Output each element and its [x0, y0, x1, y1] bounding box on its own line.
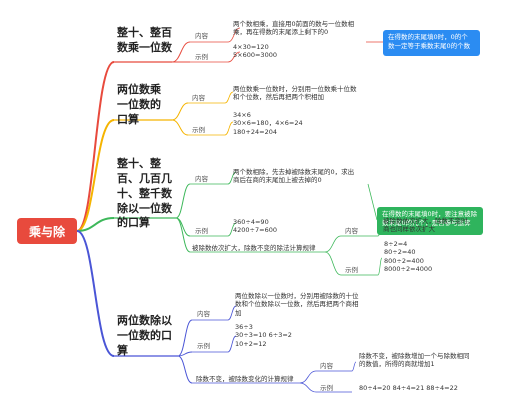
example-line: 30÷3=10 6÷3=2	[235, 331, 292, 340]
example-line: 5×600=3000	[233, 51, 277, 60]
branch-4-title-line: 算	[117, 343, 128, 357]
branch-3-sub-content-text: 被除数依次扩大，除数不变时， 商也同样依次扩大	[383, 217, 474, 234]
note-line: 数末尾0的几个，是否参与运算	[382, 219, 471, 228]
branch-1-example-text: 4×30=120 5×600=3000	[233, 43, 277, 60]
content-line: 被除数依次扩大，除数不变时，	[383, 217, 474, 225]
example-line: 180+24=204	[233, 127, 277, 136]
branch-3-example-label: 示例	[195, 227, 208, 235]
branch-3-sub-example-label: 示例	[345, 266, 358, 274]
branch-2-example-label: 示例	[192, 126, 205, 134]
branch-3-title-line: 十、整千数	[117, 186, 172, 200]
branch-3-title-line: 除以一位数	[117, 201, 172, 215]
branch-1-note[interactable]: 在得数的末尾填0时，0的个 数一定等于乘数末尾0的个数	[383, 30, 480, 56]
branch-3-content-label: 内容	[195, 175, 208, 183]
example-line: 36÷3	[235, 323, 253, 331]
branch-4-sub-example-text: 80÷4=20 84÷4=21 88÷4=22	[359, 384, 458, 392]
root-node[interactable]: 乘与除	[17, 218, 77, 244]
content-line: 两个数相乘，直接用0前面的数与一位数相	[233, 20, 355, 28]
branch-4-sub-content-label: 内容	[320, 362, 333, 370]
note-line: 在得数的末尾填0时，0的个	[388, 33, 468, 41]
branch-2-title-line: 一位数的	[117, 97, 161, 111]
branch-1-title[interactable]: 整十、整百 数乘一位数	[117, 26, 172, 56]
branch-2-title-line: 两位数乘	[117, 83, 161, 96]
branch-2-content-label: 内容	[192, 94, 205, 102]
example-line: 360÷4=90	[233, 218, 269, 226]
example-line: 80÷2=40	[384, 248, 416, 257]
branch-3-note[interactable]: 在得数的末尾填0时，要注意被除 数末尾0的几个，是否参与运算	[377, 207, 483, 235]
branch-4-sub-content-text: 除数不变，被除数增加一个与除数相同 的数值，所得的商就增加1	[359, 352, 470, 369]
branch-3-title-line: 百、几百几	[117, 171, 172, 185]
branch-4-title-line: 两位数除以	[117, 314, 172, 327]
content-line: 两位数除以一位数时，分别用被除数的十位	[235, 292, 359, 300]
connector-root-branch-1	[76, 61, 115, 232]
content-line: 商后在商的末尾加上被去掉的0	[233, 176, 322, 185]
branch-4-sub-example-label: 示例	[320, 384, 333, 392]
connector-root-branch-4	[76, 230, 115, 357]
content-line: 除数不变，被除数增加一个与除数相同	[359, 352, 470, 360]
connector-root-branch-2	[76, 119, 115, 232]
branch-3-content-text: 两个数相除，先去掉被除数末尾的0，求出 商后在商的末尾加上被去掉的0	[233, 168, 354, 185]
example-line: 8000÷2=4000	[384, 265, 433, 274]
content-line: 两个数相除，先去掉被除数末尾的0，求出	[233, 168, 355, 176]
branch-3-example-text: 360÷4=90 4200÷7=600	[233, 218, 277, 235]
note-line: 在得数的末尾填0时，要注意被除	[382, 210, 478, 218]
example-line: 30×6=180，4×6=24	[233, 119, 303, 128]
branch-4-content-label: 内容	[197, 310, 210, 318]
branch-3-sub-content-label: 内容	[345, 227, 358, 235]
branch-3-sub-label[interactable]: 被除数依次扩大，除数不变的除法计算规律	[192, 244, 316, 252]
content-line: 商也同样依次扩大	[383, 225, 435, 234]
branch-2-title[interactable]: 两位数乘 一位数的 口算	[117, 83, 161, 128]
content-line: 的数值，所得的商就增加1	[359, 360, 435, 369]
branch-4-example-label: 示例	[197, 342, 210, 350]
branch-1-content-label: 内容	[195, 32, 208, 40]
branch-1-example-label: 示例	[195, 53, 208, 61]
content-line: 乘，再在得数的末尾添上剩下的0	[233, 28, 329, 37]
connector-root-branch-3	[76, 217, 115, 232]
example-line: 800÷2=400	[384, 256, 424, 265]
example-line: 8÷2=4	[384, 240, 408, 248]
branch-1-content-text: 两个数相乘，直接用0前面的数与一位数相 乘，再在得数的末尾添上剩下的0	[233, 20, 354, 37]
branch-4-title-line: 一位数的口	[117, 328, 172, 342]
branch-2-title-line: 口算	[117, 112, 139, 126]
example-line: 10+2=12	[235, 339, 267, 348]
branch-4-title[interactable]: 两位数除以 一位数的口 算	[117, 314, 172, 359]
content-line: 加	[235, 308, 242, 317]
branch-4-content-text: 两位数除以一位数时，分别用被除数的十位 数和个位数除以一位数，然后再把两个商相 …	[235, 292, 359, 317]
example-line: 4×30=120	[233, 43, 269, 51]
branch-1-title-line: 整十、整百	[117, 26, 172, 39]
branch-3-title-line: 整十、整	[117, 157, 161, 170]
branch-3-sub-example-text: 8÷2=4 80÷2=40 800÷2=400 8000÷2=4000	[384, 240, 432, 274]
content-line: 和个位数，然后再把两个积相加	[233, 93, 324, 102]
content-line: 数和个位数除以一位数，然后再把两个商相	[235, 300, 359, 309]
branch-4-sub-label[interactable]: 除数不变，被除数变化的计算规律	[196, 375, 294, 383]
branch-3-title-line: 的口算	[117, 216, 150, 230]
branch-2-content-text: 两位数乘一位数时，分别用一位数乘十位数 和个位数，然后再把两个积相加	[233, 85, 357, 102]
branch-3-title[interactable]: 整十、整 百、几百几 十、整千数 除以一位数 的口算	[117, 157, 172, 231]
note-line: 数一定等于乘数末尾0的个数	[388, 42, 471, 51]
branch-1-title-line: 数乘一位数	[117, 40, 172, 54]
root-label: 乘与除	[28, 224, 65, 239]
content-line: 两位数乘一位数时，分别用一位数乘十位数	[233, 85, 357, 93]
branch-2-example-text: 34×6 30×6=180，4×6=24 180+24=204	[233, 111, 303, 136]
branch-4-example-text: 36÷3 30÷3=10 6÷3=2 10+2=12	[235, 323, 292, 348]
example-line: 4200÷7=600	[233, 226, 277, 235]
example-line: 34×6	[233, 111, 251, 119]
